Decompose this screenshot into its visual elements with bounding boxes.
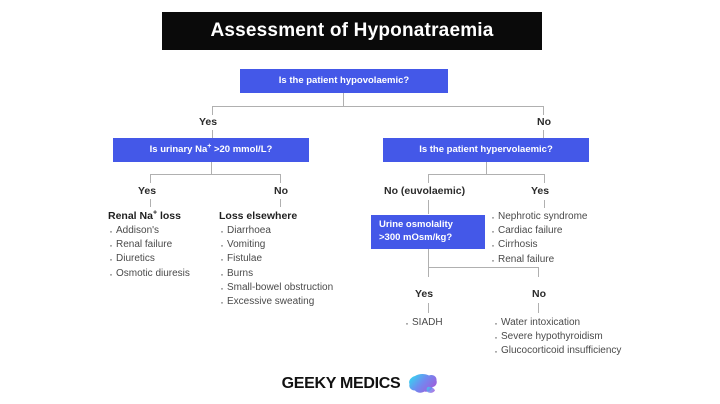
connector-urinary-horizontal <box>150 174 280 175</box>
list-item: Glucocorticoid insufficiency <box>493 343 663 360</box>
brand-footer: GEEKY MEDICS <box>0 373 720 395</box>
connector-hypervolaemic-yes-to-list <box>544 200 545 208</box>
brand-name: GEEKY MEDICS <box>281 375 401 392</box>
list-euvolaemic-other-causes: Water intoxication Severe hypothyroidism… <box>493 315 663 361</box>
branch-label-root-yes: Yes <box>199 116 218 128</box>
list-item: Cirrhosis <box>490 237 640 254</box>
connector-hypervolaemic-horizontal <box>428 174 545 175</box>
decision-box-urine-osmolality-label: Urine osmolality >300 mOsm/kg? <box>379 219 453 243</box>
list-item: Diuretics <box>108 251 213 268</box>
list-item: SIADH <box>404 315 494 332</box>
connector-urinary-yes-to-list <box>150 199 151 207</box>
list-siadh-causes: SIADH <box>404 315 494 332</box>
connector-urinary-right-drop <box>280 174 281 183</box>
list-hypervolaemic-causes: Nephrotic syndrome Cardiac failure Cirrh… <box>490 209 640 269</box>
branch-label-root-no: No <box>537 116 551 128</box>
list-item: Diarrhoea <box>219 223 339 240</box>
brain-logo-icon <box>408 373 438 395</box>
page-title-bar: Assessment of Hyponatraemia <box>162 12 542 50</box>
list-item: Vomiting <box>219 237 339 254</box>
branch-label-osmolality-yes: Yes <box>415 288 434 300</box>
connector-root-horizontal <box>212 106 544 107</box>
connector-root-no-to-box <box>543 130 544 138</box>
branch-label-urinary-yes: Yes <box>138 185 157 197</box>
list-item: Small-bowel obstruction <box>219 280 339 297</box>
decision-box-urinary-sodium[interactable]: Is urinary Na+ >20 mmol/L? <box>113 138 309 162</box>
connector-hypervolaemic-left-drop <box>428 174 429 183</box>
list-item: Renal failure <box>490 252 640 269</box>
decision-box-hypervolaemic-label: Is the patient hypervolaemic? <box>419 143 553 155</box>
list-renal-sodium-loss-heading: Renal Na+ loss <box>108 209 181 223</box>
connector-root-right-drop <box>543 106 544 115</box>
decision-box-urine-osmolality[interactable]: Urine osmolality >300 mOsm/kg? <box>371 215 485 249</box>
decision-box-urinary-sodium-label: Is urinary Na+ >20 mmol/L? <box>149 142 273 155</box>
branch-label-hypervolaemic-yes: Yes <box>531 185 550 197</box>
branch-label-osmolality-no: No <box>532 288 546 300</box>
connector-euvolaemic-to-box <box>428 200 429 214</box>
list-item: Excessive sweating <box>219 294 339 311</box>
branch-label-hypervolaemic-no: No (euvolaemic) <box>384 185 466 197</box>
list-item: Osmotic diuresis <box>108 266 213 283</box>
page-title: Assessment of Hyponatraemia <box>210 20 494 41</box>
decision-box-hypovolaemic[interactable]: Is the patient hypovolaemic? <box>240 69 448 93</box>
connector-osmolality-yes-to-list <box>428 303 429 313</box>
branch-label-urinary-no: No <box>274 185 288 197</box>
list-item: Renal failure <box>108 237 213 254</box>
connector-hypervolaemic-right-drop <box>544 174 545 183</box>
decision-box-hypervolaemic[interactable]: Is the patient hypervolaemic? <box>383 138 589 162</box>
list-item: Nephrotic syndrome <box>490 209 640 226</box>
list-item: Water intoxication <box>493 315 663 332</box>
connector-urinary-left-drop <box>150 174 151 183</box>
decision-box-hypovolaemic-label: Is the patient hypovolaemic? <box>278 74 410 86</box>
list-renal-sodium-loss: Renal Na+ loss Addison's Renal failure D… <box>108 209 213 283</box>
connector-osmolality-left-drop <box>428 267 429 277</box>
connector-urinary-no-to-list <box>280 199 281 207</box>
connector-osmolality-right-drop <box>538 267 539 277</box>
connector-hypervolaemic-stem <box>486 162 487 174</box>
connector-osmolality-horizontal <box>428 267 539 268</box>
connector-root-stem <box>343 93 344 106</box>
connector-osmolality-no-to-list <box>538 303 539 313</box>
list-item: Addison's <box>108 223 213 240</box>
list-item: Fistulae <box>219 251 339 268</box>
connector-root-yes-to-box <box>212 130 213 138</box>
list-loss-elsewhere: Loss elsewhere Diarrhoea Vomiting Fistul… <box>219 210 339 311</box>
list-item: Severe hypothyroidism <box>493 329 663 346</box>
connector-urinary-stem <box>211 162 212 174</box>
list-loss-elsewhere-heading: Loss elsewhere <box>219 210 298 222</box>
list-item: Cardiac failure <box>490 223 640 240</box>
connector-osmolality-stem <box>428 249 429 267</box>
connector-root-left-drop <box>212 106 213 115</box>
list-item: Burns <box>219 266 339 283</box>
